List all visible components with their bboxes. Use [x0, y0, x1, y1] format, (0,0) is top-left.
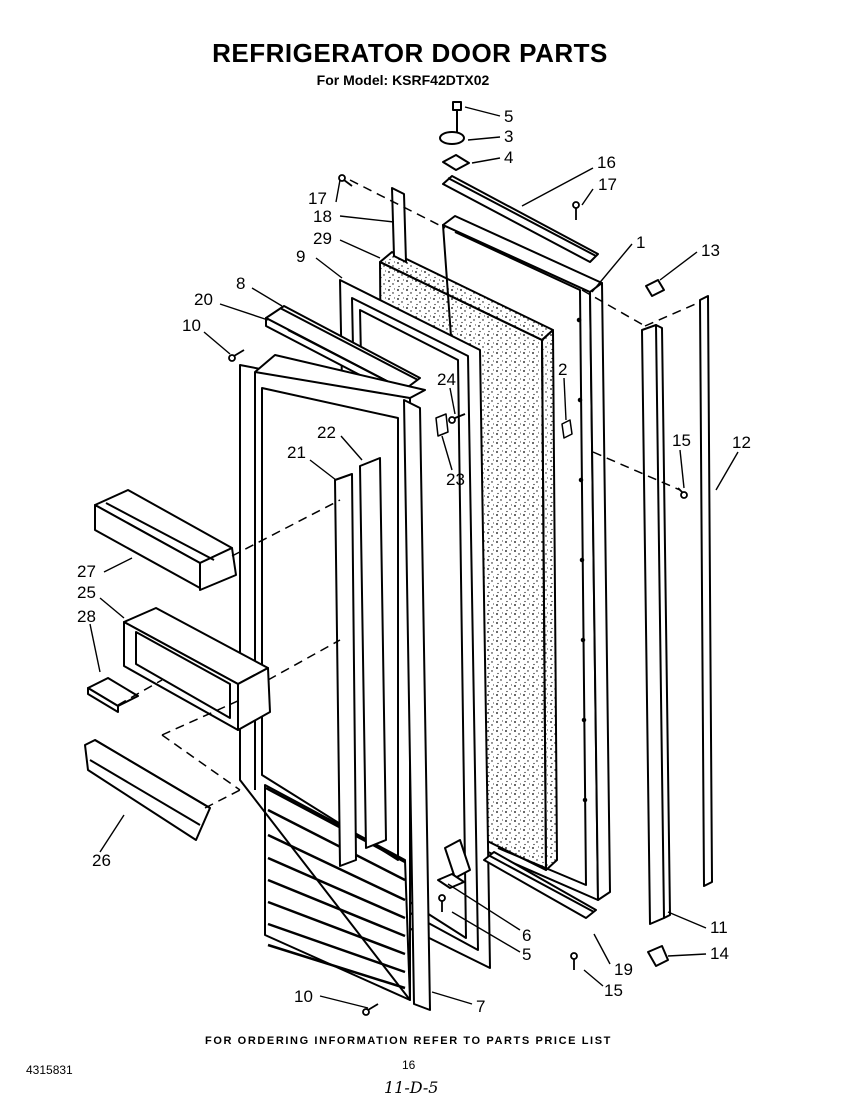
leader-lines	[89, 106, 739, 1009]
page-number: 16	[402, 1058, 416, 1072]
callout-18: 18	[313, 207, 332, 226]
callout-5: 5	[504, 107, 513, 126]
top-cap	[645, 279, 665, 297]
callout-9: 9	[296, 247, 305, 266]
callout-3: 3	[504, 127, 513, 146]
callout-10: 10	[182, 316, 201, 335]
callout-27: 27	[77, 562, 96, 581]
top-hinge-bar	[442, 175, 599, 263]
callout-14: 14	[710, 944, 729, 963]
vertical-trim-strip	[391, 187, 407, 263]
hinge-side-panel	[641, 324, 671, 925]
door-shelf-bin	[94, 489, 237, 591]
callout-26: 26	[92, 851, 111, 870]
bottom-hinge-bar	[483, 851, 597, 919]
callout-6: 6	[522, 926, 531, 945]
hinge-hardware-top	[439, 101, 470, 171]
bottom-cap	[647, 945, 669, 967]
callout-12: 12	[732, 433, 751, 452]
callout-labels: 5 3 4 16 17 17 18 29 9 1 13 8 20 10 2 24…	[77, 107, 751, 1016]
callout-29: 29	[313, 229, 332, 248]
callout-19: 19	[614, 960, 633, 979]
callout-4: 4	[504, 148, 513, 167]
callout-22: 22	[317, 423, 336, 442]
callout-21: 21	[287, 443, 306, 462]
small-clips	[435, 413, 573, 439]
dispenser-housing	[123, 607, 271, 731]
handle-trim	[84, 739, 211, 841]
callout-24: 24	[437, 370, 456, 389]
callout-20: 20	[194, 290, 213, 309]
bottom-vertical-trim	[403, 399, 431, 1011]
drip-tray	[87, 677, 139, 713]
screw-fasteners	[228, 174, 688, 1016]
document-number: 4315831	[26, 1063, 73, 1077]
callout-15: 15	[604, 981, 623, 1000]
callout-10: 10	[294, 987, 313, 1006]
callout-7: 7	[476, 997, 485, 1016]
door-gasket-strip	[699, 295, 713, 887]
bottom-hinge-bracket	[437, 839, 471, 889]
model-subtitle: For Model: KSRF42DTX02	[316, 72, 490, 88]
callout-28: 28	[77, 607, 96, 626]
page-title: REFRIGERATOR DOOR PARTS	[212, 38, 608, 68]
callout-25: 25	[77, 583, 96, 602]
callout-5: 5	[522, 945, 531, 964]
handwritten-date: 11-D-5	[384, 1078, 439, 1097]
callout-11: 11	[710, 918, 728, 937]
callout-13: 13	[701, 241, 720, 260]
breaker-strip-right	[359, 457, 387, 849]
callout-23: 23	[446, 470, 465, 489]
callout-1: 1	[636, 233, 645, 252]
alignment-lines	[117, 179, 701, 809]
ordering-note: FOR ORDERING INFORMATION REFER TO PARTS …	[205, 1035, 612, 1047]
callout-15: 15	[672, 431, 691, 450]
callout-16: 16	[597, 153, 616, 172]
callout-17: 17	[308, 189, 327, 208]
callout-17: 17	[598, 175, 617, 194]
callout-8: 8	[236, 274, 245, 293]
breaker-strip-left	[334, 473, 357, 867]
callout-2: 2	[558, 360, 567, 379]
